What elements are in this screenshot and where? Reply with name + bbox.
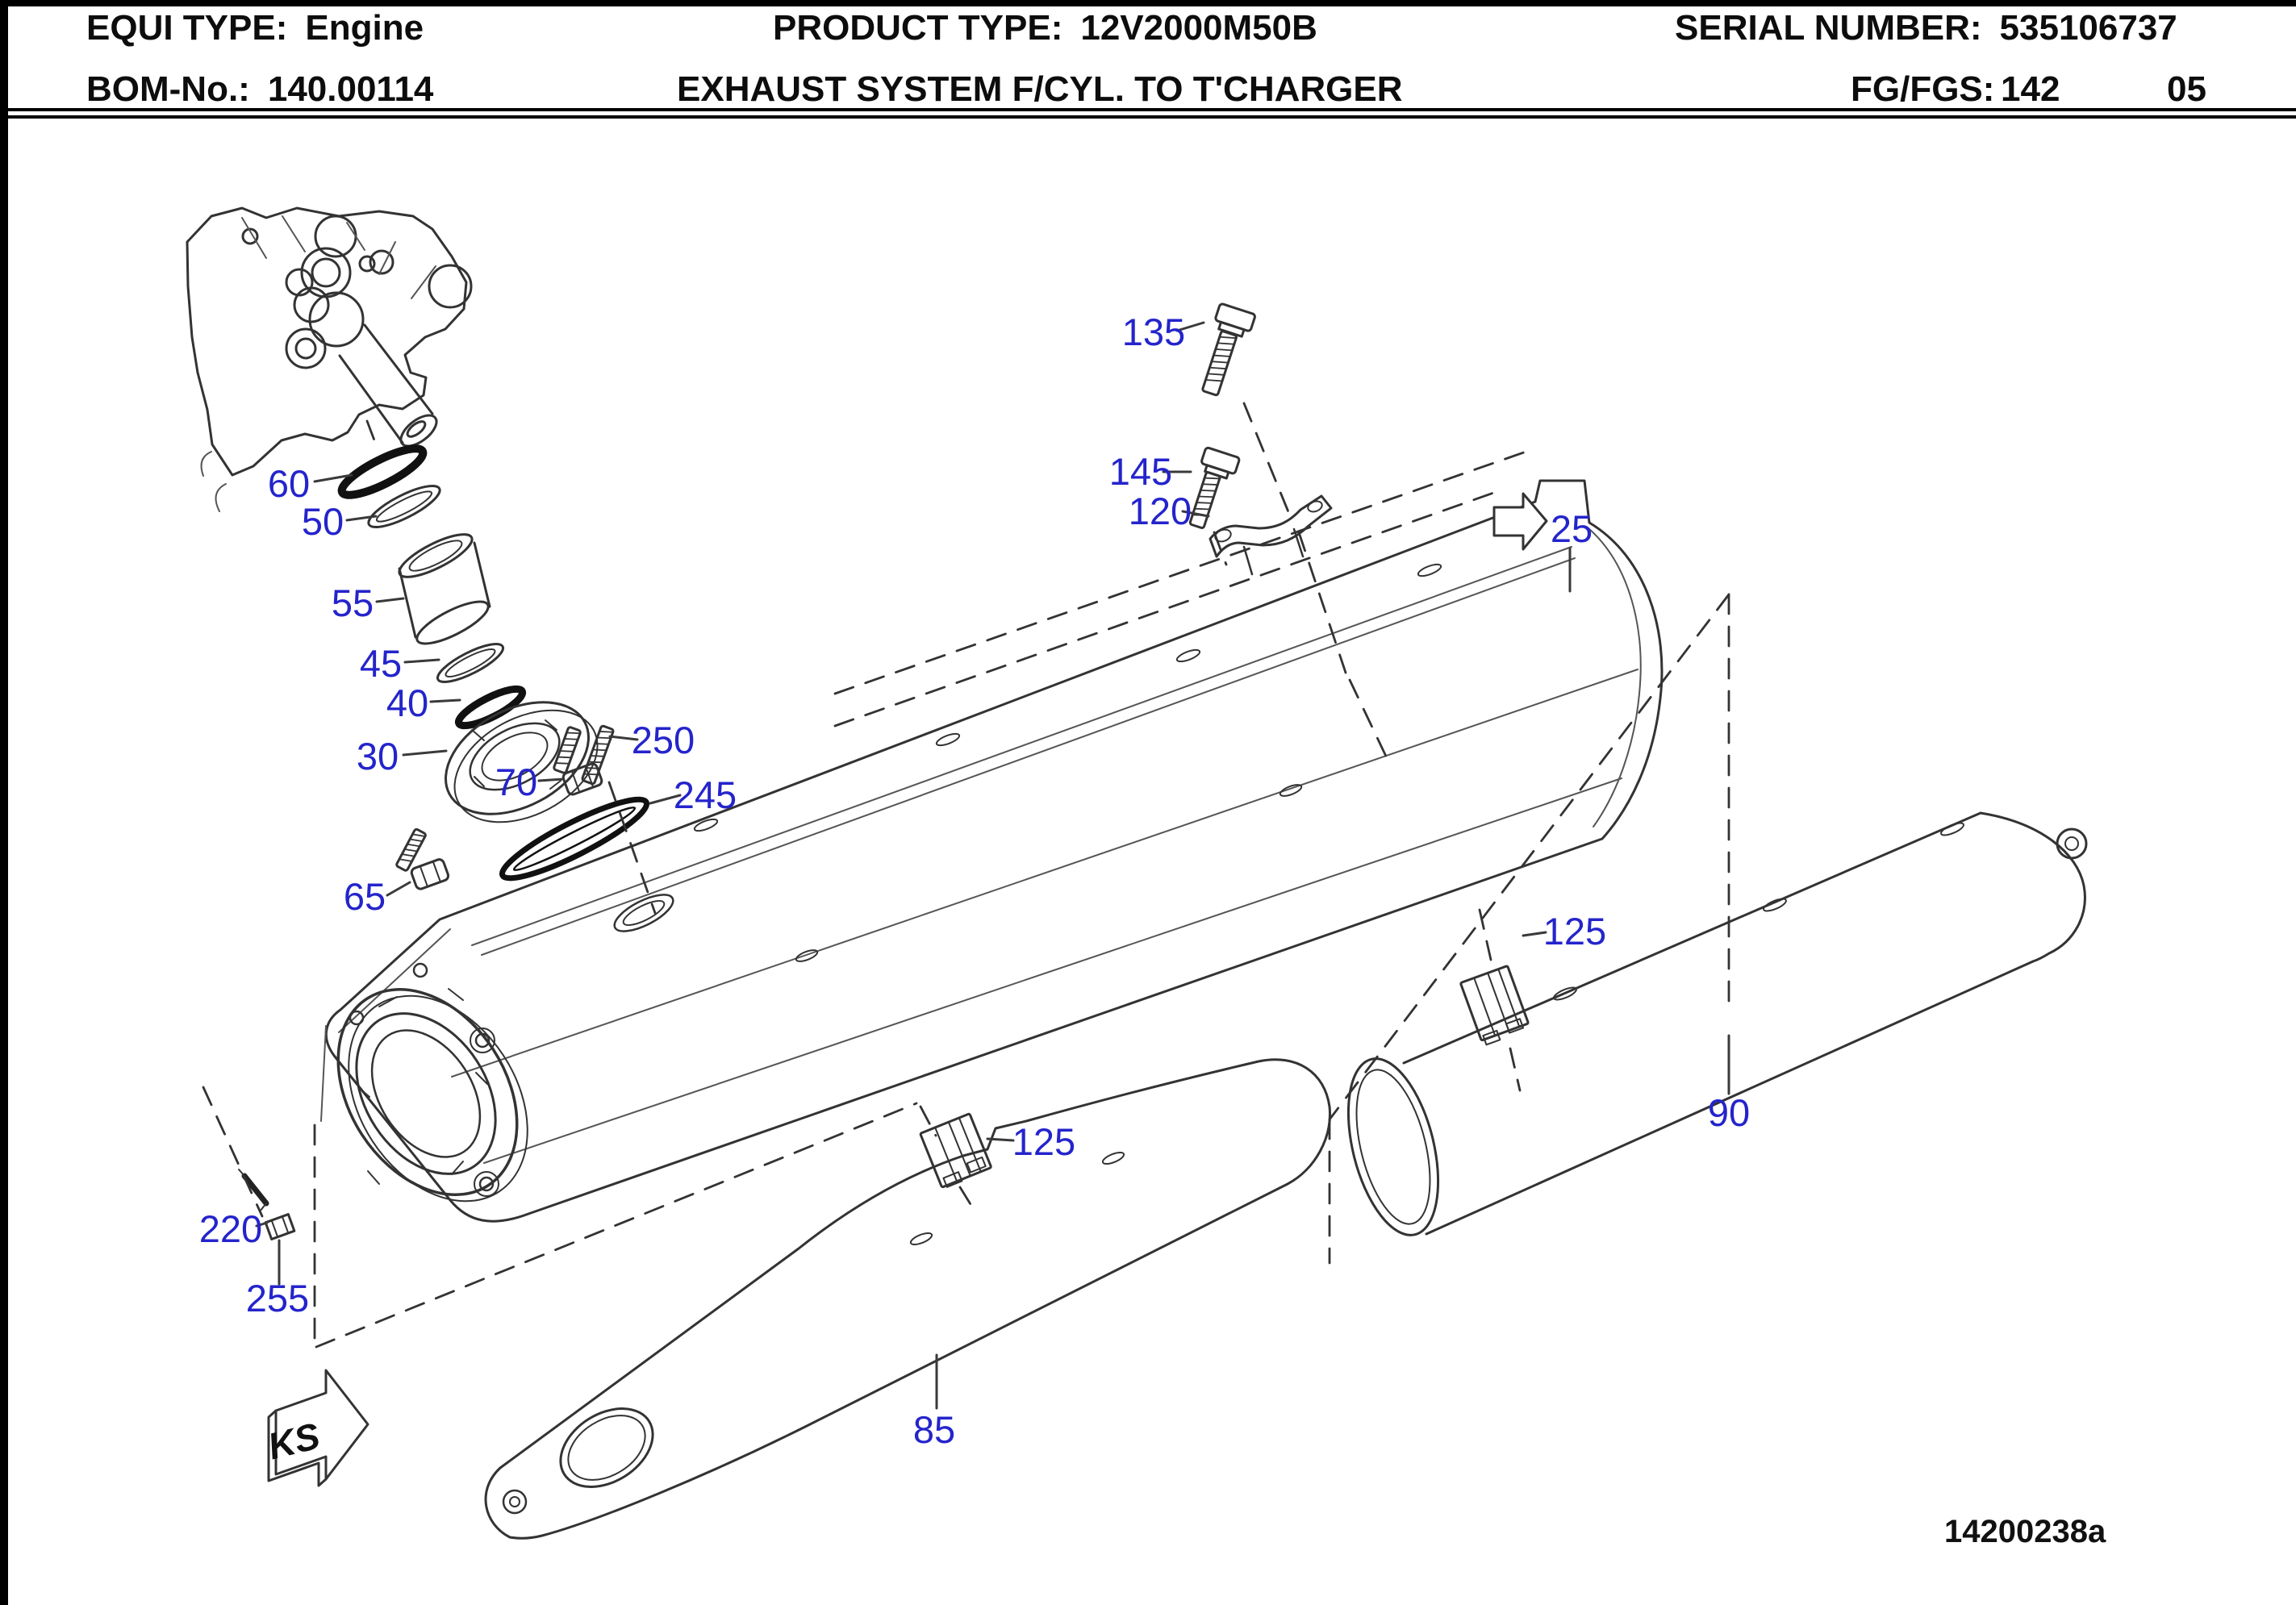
part-label-125: 125 — [1012, 1120, 1075, 1163]
part-label-45: 45 — [360, 642, 402, 685]
equi-type-label: EQUI TYPE: — [86, 8, 288, 48]
gasket-245 — [499, 796, 650, 882]
header-rule-top — [0, 108, 2296, 111]
product-type-value: 12V2000M50B — [1080, 8, 1317, 48]
serial-number-value: 535106737 — [1999, 8, 2177, 48]
fg-fgs-value: 142 — [2001, 69, 2060, 109]
part-label-90: 90 — [1708, 1091, 1750, 1134]
serial-number-field: SERIAL NUMBER: 535106737 — [1675, 8, 2177, 48]
part-label-65: 65 — [344, 875, 386, 918]
view-arrow-25-icon — [1492, 492, 1548, 551]
part-label-255: 255 — [246, 1277, 309, 1319]
seal-ring-60 — [337, 444, 428, 499]
bolt-65 — [395, 828, 450, 890]
part-label-125: 125 — [1543, 910, 1606, 953]
part-label-55: 55 — [332, 582, 374, 624]
equi-type-value: Engine — [305, 8, 424, 48]
part-label-50: 50 — [302, 500, 344, 543]
bom-number-field: BOM-No.: 140.00114 — [86, 69, 433, 110]
leader-lines — [255, 321, 1730, 1410]
heat-shield-85 — [484, 1058, 1331, 1540]
muffler-pipe-90 — [1346, 811, 2088, 1236]
stud-250 — [553, 724, 615, 786]
bom-value: 140.00114 — [267, 69, 434, 109]
bolt-145 — [1188, 446, 1241, 529]
construction-lines — [202, 402, 1730, 1350]
part-label-60: 60 — [268, 462, 310, 505]
sleeve-55 — [398, 533, 491, 645]
header-rule-bottom — [0, 115, 2296, 119]
bolt-135 — [1201, 302, 1256, 397]
equi-type-field: EQUI TYPE: Engine — [86, 8, 424, 48]
bracket-120 — [1209, 494, 1333, 576]
part-label-30: 30 — [357, 735, 399, 777]
part-label-25: 25 — [1551, 507, 1593, 550]
part-label-120: 120 — [1129, 490, 1192, 532]
sheet-title: EXHAUST SYSTEM F/CYL. TO T'CHARGER — [677, 69, 1403, 109]
ks-arrow — [267, 1369, 369, 1487]
part-label-70: 70 — [495, 761, 537, 803]
exhaust-housing-main — [320, 479, 1664, 1223]
fg-fgs-sheet: 05 — [2167, 69, 2206, 109]
product-type-field: PRODUCT TYPE: 12V2000M50B — [773, 8, 1317, 48]
flange-30 — [445, 701, 599, 823]
serial-number-label: SERIAL NUMBER: — [1675, 8, 1982, 48]
part-label-220: 220 — [199, 1207, 262, 1250]
bolt-70 — [561, 762, 603, 796]
figure-number: 14200238a — [1944, 1514, 2106, 1549]
product-type-label: PRODUCT TYPE: — [773, 8, 1063, 48]
part-label-245: 245 — [674, 773, 737, 816]
clamp-125-right — [1459, 965, 1530, 1046]
nut-255 — [264, 1213, 296, 1240]
top-border-bar — [0, 0, 2296, 6]
part-label-145: 145 — [1109, 450, 1172, 493]
clamp-125-center — [919, 1112, 992, 1189]
ring-45 — [436, 643, 505, 683]
left-border-bar — [0, 0, 8, 1605]
part-label-250: 250 — [632, 719, 695, 761]
fg-fgs-label: FG/FGS: — [1851, 69, 1995, 109]
part-label-85: 85 — [913, 1408, 955, 1451]
cylinder-head — [186, 206, 473, 512]
bom-label: BOM-No.: — [86, 69, 250, 109]
part-label-135: 135 — [1122, 311, 1185, 353]
ring-50 — [367, 484, 441, 529]
part-label-40: 40 — [386, 682, 428, 724]
